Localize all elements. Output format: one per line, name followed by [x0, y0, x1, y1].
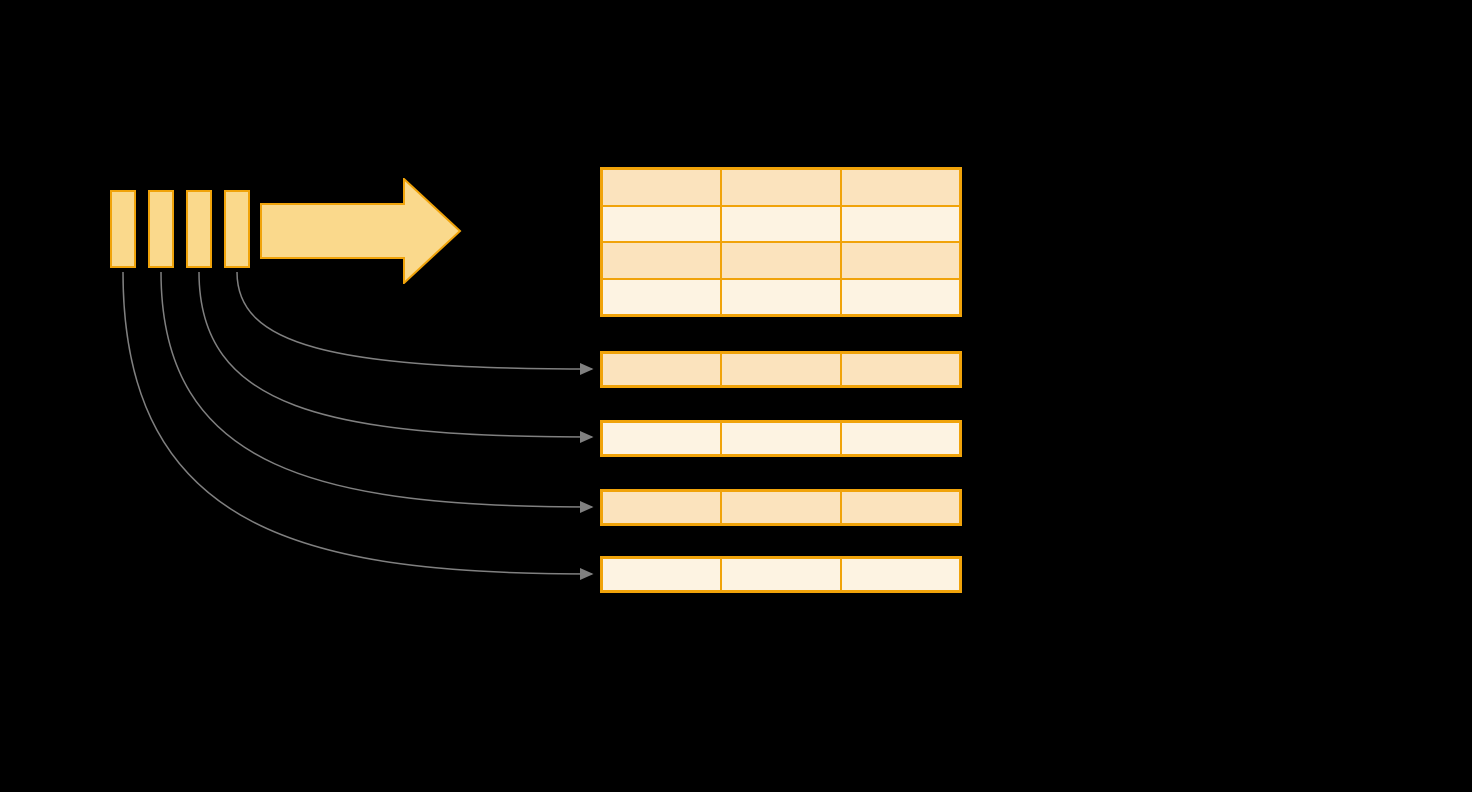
stream-segment-2	[148, 190, 174, 268]
main-table-row-3	[602, 242, 960, 279]
table-cell	[602, 278, 722, 315]
flow-arrow-shape	[260, 178, 462, 284]
table-cell	[721, 491, 841, 524]
row-table-4-row	[602, 558, 960, 591]
main-table-row-2	[602, 205, 960, 242]
table-cell	[840, 242, 960, 279]
connector-curve-3	[160, 271, 594, 513]
table-cell	[602, 169, 722, 206]
table-cell	[602, 491, 722, 524]
table-cell	[721, 278, 841, 315]
table-cell	[602, 242, 722, 279]
table-cell	[721, 242, 841, 279]
row-table-2	[600, 420, 962, 457]
table-cell	[840, 169, 960, 206]
table-cell	[602, 353, 722, 386]
row-table-1	[600, 351, 962, 388]
row-table-3	[600, 489, 962, 526]
main-table	[600, 167, 962, 317]
table-cell	[840, 491, 960, 524]
table-cell	[721, 558, 841, 591]
table-cell	[721, 422, 841, 455]
table-cell	[602, 422, 722, 455]
table-cell	[721, 205, 841, 242]
row-table-2-row	[602, 422, 960, 455]
table-cell	[840, 205, 960, 242]
row-table-3-row	[602, 491, 960, 524]
table-cell	[840, 278, 960, 315]
table-cell	[840, 353, 960, 386]
row-table-1-row	[602, 353, 960, 386]
stream-segment-1	[110, 190, 136, 268]
table-cell	[840, 422, 960, 455]
stream-segment-4	[224, 190, 250, 268]
connector-curve-4	[122, 271, 594, 580]
stream-segment-3	[186, 190, 212, 268]
table-cell	[721, 353, 841, 386]
connector-curve-2	[198, 271, 594, 443]
row-table-4	[600, 556, 962, 593]
table-cell	[721, 169, 841, 206]
table-cell	[602, 205, 722, 242]
connector-curve-1	[236, 271, 594, 375]
table-cell	[840, 558, 960, 591]
table-cell	[602, 558, 722, 591]
flow-arrow-icon	[260, 178, 462, 284]
segment-stream	[110, 190, 262, 268]
main-table-row-1	[602, 169, 960, 206]
main-table-row-4	[602, 278, 960, 315]
